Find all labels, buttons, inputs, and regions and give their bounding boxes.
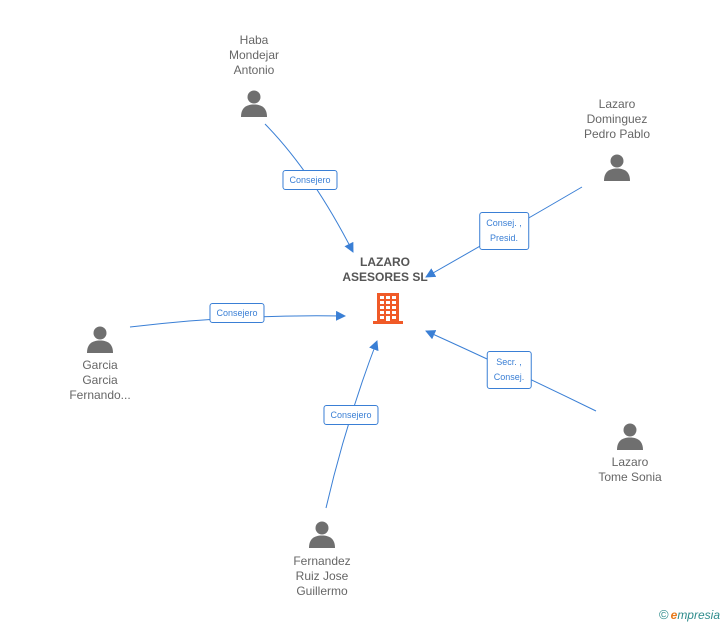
person-icon[interactable] xyxy=(604,154,630,182)
building-window xyxy=(392,316,396,319)
brand-name: mpresia xyxy=(677,608,720,622)
person-icon[interactable] xyxy=(241,90,267,118)
building-window xyxy=(386,301,390,304)
person-name-line: Fernandez xyxy=(293,554,351,568)
person-name-line: Fernando... xyxy=(69,388,131,402)
building-window xyxy=(392,311,396,314)
building-window xyxy=(380,301,384,304)
person-name-line: Lazaro xyxy=(598,97,636,111)
building-door xyxy=(386,316,390,321)
copyright-symbol: © xyxy=(659,607,669,622)
relation-label-line: Consejero xyxy=(216,308,258,318)
person-icon[interactable] xyxy=(617,423,643,451)
building-window xyxy=(386,306,390,309)
footer-brand: ©empresia xyxy=(659,607,720,622)
relation-label-line: Consejero xyxy=(289,175,331,185)
relation-label-haba[interactable]: Consejero xyxy=(282,170,338,190)
person-name-line: Dominguez xyxy=(586,112,648,126)
relation-label-line: Presid. xyxy=(489,233,518,243)
building-window xyxy=(380,296,384,299)
relation-label-line: Consej. xyxy=(493,372,525,382)
company-name-line: LAZARO xyxy=(360,255,410,269)
relation-edges xyxy=(129,123,597,509)
person-name-line: Guillermo xyxy=(296,584,348,598)
relation-label-fernandez[interactable]: Consejero xyxy=(323,405,379,425)
person-name-line: Haba xyxy=(239,33,269,47)
person-name-line: Lazaro xyxy=(611,455,649,469)
building-base xyxy=(373,321,403,324)
person-name-line: Garcia xyxy=(82,373,118,387)
relation-label-dominguez[interactable]: Consej. , Presid. xyxy=(479,212,529,250)
relation-label-line: Consej. , xyxy=(486,218,522,228)
person-name-line: Mondejar xyxy=(228,48,280,62)
person-name-line: Garcia xyxy=(82,358,118,372)
relation-label-line: Consejero xyxy=(330,410,372,420)
building-window xyxy=(380,306,384,309)
relation-label-line: Secr. , xyxy=(496,357,522,367)
building-window xyxy=(380,311,384,314)
building-window xyxy=(386,296,390,299)
building-window xyxy=(392,306,396,309)
person-icon[interactable] xyxy=(309,521,335,549)
building-window xyxy=(386,311,390,314)
brand-initial: e xyxy=(670,608,678,622)
person-name-line: Ruiz Jose xyxy=(295,569,349,583)
company-name-line: ASESORES SL xyxy=(342,270,428,284)
building-window xyxy=(380,316,384,319)
relation-label-garcia[interactable]: Consejero xyxy=(209,303,265,323)
relation-label-tome[interactable]: Secr. , Consej. xyxy=(486,351,532,389)
building-window xyxy=(392,301,396,304)
person-name-line: Antonio xyxy=(233,63,275,77)
person-name-line: Tome Sonia xyxy=(598,470,662,484)
building-icon xyxy=(373,293,403,324)
building-window xyxy=(392,296,396,299)
person-icon[interactable] xyxy=(87,326,113,354)
person-name-line: Pedro Pablo xyxy=(583,127,651,141)
